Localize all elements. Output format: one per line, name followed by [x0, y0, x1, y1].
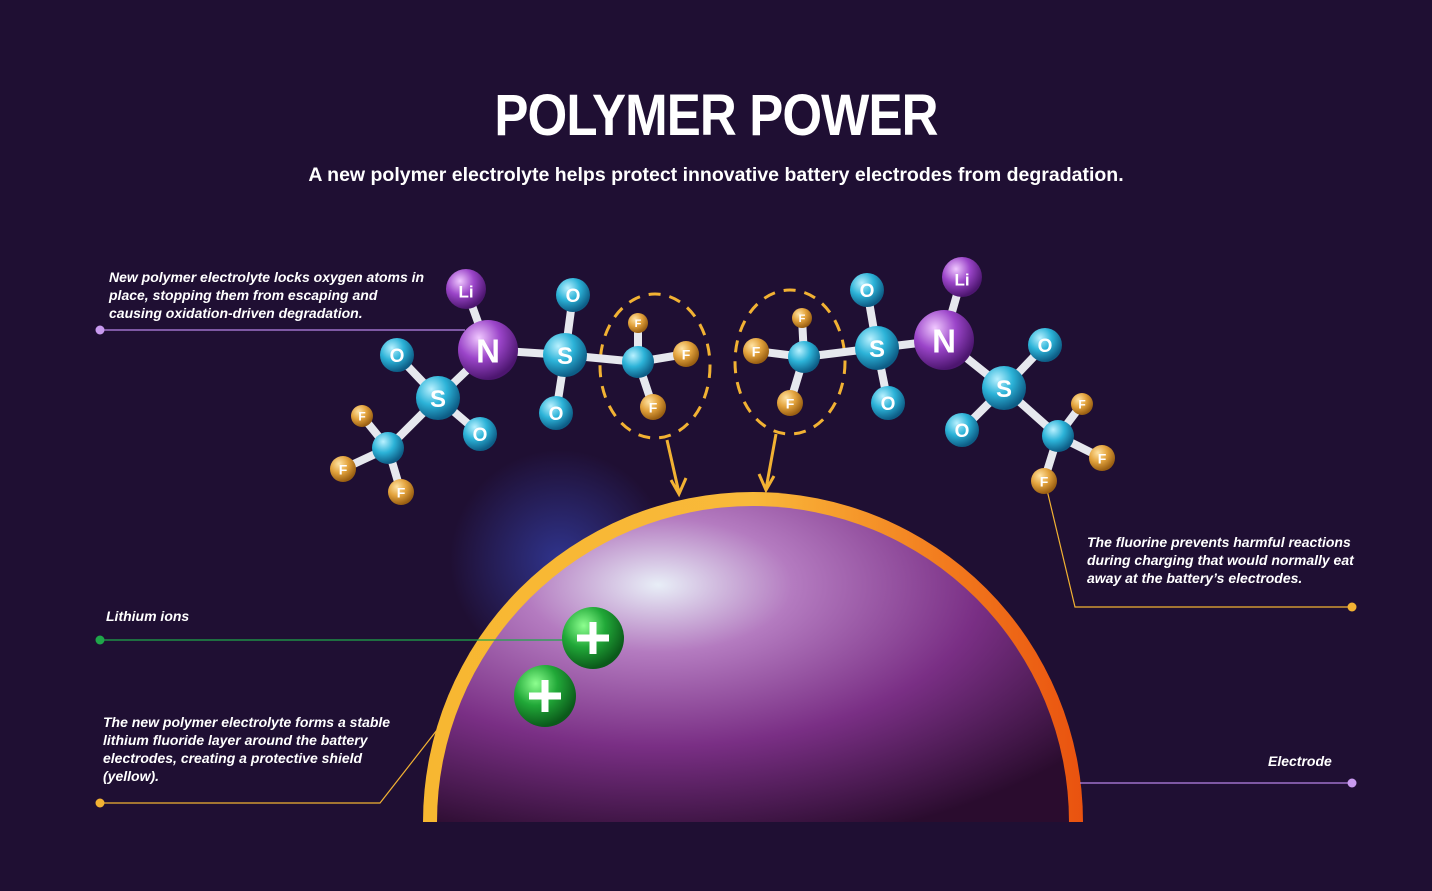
fluorine-atom: F — [628, 313, 648, 333]
atom-label: O — [860, 281, 875, 302]
fluorine-atom: F — [1089, 445, 1115, 471]
layer-callout-line — [100, 729, 438, 804]
fluorine-highlight-circle — [598, 292, 712, 440]
atom-label: F — [786, 395, 795, 411]
atom-label: F — [1040, 473, 1049, 489]
atom-label: Li — [954, 270, 969, 289]
callout-dot — [1347, 602, 1357, 612]
sulfur-atom: S — [982, 366, 1026, 410]
nitrogen-atom: N — [458, 320, 518, 380]
atom-label: F — [397, 484, 406, 500]
fluorine-atom: F — [673, 341, 699, 367]
page-title: POLYMER POWER — [494, 83, 938, 148]
atom-label: F — [649, 399, 658, 415]
fluorine-atom: F — [640, 394, 666, 420]
lithium-ion — [562, 607, 624, 669]
page-subtitle: A new polymer electrolyte helps protect … — [308, 164, 1124, 186]
oxygen-atom: O — [380, 338, 414, 372]
carbon-atom — [1042, 420, 1074, 452]
lithium-ion — [514, 665, 576, 727]
atom-label: O — [390, 346, 405, 367]
atom-label: N — [476, 333, 500, 370]
atom-label: N — [932, 323, 956, 360]
fluorine-atom: F — [1071, 393, 1093, 415]
fluorine-atom: F — [330, 456, 356, 482]
carbon-atom — [788, 341, 820, 373]
atom-label: O — [955, 421, 970, 442]
atom-label: S — [430, 386, 446, 413]
fluorine-atom: F — [1031, 468, 1057, 494]
atom-label: O — [881, 394, 896, 415]
fluorine-atom: F — [351, 405, 373, 427]
oxygen-atom: O — [539, 396, 573, 430]
atom-label: F — [1078, 398, 1085, 412]
carbon-atom — [622, 346, 654, 378]
fluorine-atom: F — [743, 338, 769, 364]
atom-label: F — [799, 313, 806, 325]
electrode-hemisphere — [437, 506, 1069, 822]
arrow-icon — [665, 433, 778, 498]
layer-callout-text: The new polymer electrolyte forms a stab… — [103, 714, 391, 784]
atom-label: F — [635, 318, 642, 330]
callout-dot — [95, 325, 105, 335]
oxygen-atom: O — [463, 417, 497, 451]
sulfur-atom: S — [855, 326, 899, 370]
fluorine-callout-line — [1046, 489, 1352, 608]
electrode-callout-text: Electrode — [1268, 753, 1332, 769]
fluorine-atom: F — [388, 479, 414, 505]
atom-label: S — [557, 343, 573, 370]
callout-dot — [1347, 778, 1357, 788]
sulfur-atom: S — [543, 333, 587, 377]
atom-label: S — [869, 336, 885, 363]
molecule-atoms: LiN S O O S O O F F F F F F F F F S O O N LiS O O F F F — [330, 257, 1115, 505]
atom-label: F — [1098, 450, 1107, 466]
fluorine-atom: F — [777, 390, 803, 416]
fluorine-highlight-circle — [733, 288, 847, 436]
fluorine-callout-text: The fluorine prevents harmful reactions … — [1087, 534, 1354, 586]
callout-dot — [95, 635, 105, 645]
oxygen-atom: O — [871, 386, 905, 420]
atom-label: O — [1038, 336, 1053, 357]
atom-label: Li — [458, 282, 473, 301]
fluorine-atom: F — [792, 308, 812, 328]
sulfur-atom: S — [416, 376, 460, 420]
nitrogen-atom: N — [914, 310, 974, 370]
atom-label: O — [473, 425, 488, 446]
oxygen-atom: O — [945, 413, 979, 447]
oxygen-callout-text: New polymer electrolyte locks oxygen ato… — [109, 269, 425, 321]
lithium-callout-text: Lithium ions — [106, 608, 190, 624]
callout-lines — [100, 329, 1352, 804]
atom-label: O — [566, 286, 581, 307]
oxygen-atom: O — [850, 273, 884, 307]
atom-label: O — [549, 404, 564, 425]
atom-label: S — [996, 376, 1012, 403]
atom-label: F — [752, 343, 761, 359]
plus-icon — [529, 680, 561, 712]
carbon-atom — [372, 432, 404, 464]
atom-label: F — [339, 461, 348, 477]
oxygen-atom: O — [1028, 328, 1062, 362]
atom-label: F — [358, 410, 365, 424]
callout-dot — [95, 798, 105, 808]
oxygen-atom: O — [556, 278, 590, 312]
lithium-atom: Li — [446, 269, 486, 309]
atom-label: F — [682, 346, 691, 362]
lithium-atom: Li — [942, 257, 982, 297]
plus-icon — [577, 622, 609, 654]
